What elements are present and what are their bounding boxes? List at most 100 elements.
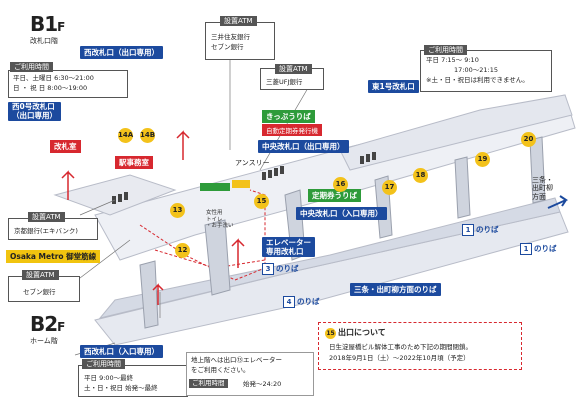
hours-west-entrance-title: ご利用時間 <box>82 359 125 369</box>
sanjo-direction-line3: 方面 <box>532 192 546 201</box>
elevator-gate-line1: エレベーター <box>266 238 311 247</box>
nishi0-exit-line1: 西0号改札口 <box>12 102 55 111</box>
first-hours-value: 始発～24:20 <box>243 380 282 388</box>
direction-arrow <box>547 195 569 209</box>
platform-1b-text: のりば <box>534 244 557 253</box>
stair <box>139 260 159 329</box>
elevator-gate-line2: 専用改札口 <box>266 247 304 256</box>
atm-top-line1: 三井住友銀行 <box>211 33 250 41</box>
chuo-entrance-label: 中央改札口（入口専用） <box>296 207 387 220</box>
atm-mufg-line1: 三菱UFJ銀行 <box>266 78 303 86</box>
ticket-gates-east <box>360 152 376 164</box>
atm-top-title: 設置ATM <box>220 16 257 26</box>
nishi0-exit-line2: （出口専用） <box>12 110 57 120</box>
atm-kyoto-title: 設置ATM <box>28 212 65 222</box>
chuo-exit-label: 中央改札口（出口専用） <box>258 140 349 153</box>
floor-b1-sub: 改札口階 <box>30 37 58 45</box>
exit-13-marker[interactable]: 13 <box>170 203 185 218</box>
atm-top-line2: セブン銀行 <box>211 43 244 51</box>
atm-box-top: 三井住友銀行 セブン銀行 <box>205 22 275 60</box>
platform-1-text: のりば <box>476 225 499 234</box>
sanjo-direction-label: 三条・ 出町柳 方面 <box>532 176 553 201</box>
womens-toilet-line2: トイレ <box>206 216 223 223</box>
ticket-gates-west <box>112 192 128 204</box>
exit-arrow <box>152 283 164 305</box>
nishi-entrance-label: 西改札口（入口専用） <box>80 345 163 358</box>
nishi-exit-label: 西改札口（出口専用） <box>80 46 163 59</box>
platform-4-text: のりば <box>297 297 320 306</box>
exit-notice-num: 15 <box>325 328 336 339</box>
platform-3-num: 3 <box>262 263 274 275</box>
floor-b1-name: B1 <box>30 12 58 36</box>
exit-16-marker[interactable]: 16 <box>333 177 348 192</box>
exit-notice-line1: 日生淀屋橋ビル解体工事のため下記の期間閉鎖。 <box>329 343 472 351</box>
atm-mufg-title: 設置ATM <box>275 64 312 74</box>
teiki-hakken-label: 自動定期券発行機 <box>262 124 322 136</box>
hours-west-line1: 平日、土曜日 6:30～21:00 <box>13 74 94 82</box>
hours-box-west-entrance: 平日 9:00～最終 土・日・祝日 始発～最終 <box>78 365 188 397</box>
b1-east-wing <box>339 94 573 171</box>
hours-east-title: ご利用時間 <box>424 45 467 55</box>
platform-1b-num: 1 <box>520 243 532 255</box>
ticket-gates-central <box>262 166 284 180</box>
exit-20-marker[interactable]: 20 <box>521 132 536 147</box>
elevator-gate-label: エレベーター 専用改札口 <box>262 237 315 257</box>
floor-b1-label: B1F 改札口階 <box>30 12 65 46</box>
exit-12-marker[interactable]: 12 <box>175 243 190 258</box>
stair <box>204 219 231 296</box>
exit-arrow <box>231 238 245 268</box>
exit-15-marker[interactable]: 15 <box>254 194 269 209</box>
elevator-note-line2: をご利用ください。 <box>191 366 250 374</box>
platform-3-text: のりば <box>276 264 299 273</box>
sanjo-platform-label: 三条・出町柳方面のりば <box>350 283 441 296</box>
floor-b1-suffix: F <box>57 20 65 34</box>
exit-14a-marker[interactable]: 14A <box>118 128 133 143</box>
teiki-uriba-label: 定期券うりば <box>308 189 361 202</box>
nishi0-exit-label: 西0号改札口 （出口専用） <box>8 102 61 122</box>
platform-1-num: 1 <box>462 224 474 236</box>
womens-toilet-line1: 女性用 <box>206 210 223 216</box>
stair <box>454 156 471 219</box>
ticket-machine-block <box>200 183 230 191</box>
elevator-note-box: 地上階へは出口⑬エレベーター をご利用ください。 ご利用時間 始発～24:20 <box>186 352 314 396</box>
sanjo-direction-line1: 三条・ <box>532 176 553 184</box>
hours-box-west: 平日、土曜日 6:30～21:00 日 ・ 祝 日 8:00～19:00 <box>8 70 128 98</box>
ekijimu-label: 駅事務室 <box>115 156 153 169</box>
exit-17-marker[interactable]: 17 <box>382 180 397 195</box>
stair <box>529 136 546 204</box>
hours-west-title: ご利用時間 <box>10 62 53 72</box>
b1-west-area <box>53 174 177 216</box>
exit-arrow <box>61 170 75 200</box>
floor-b2-sub: ホーム階 <box>30 337 58 345</box>
exit-notice-title: 出口について <box>338 328 386 337</box>
first-hours-title: ご利用時間 <box>189 379 228 389</box>
kaisatsushitsu-label: 改札室 <box>50 140 81 153</box>
elevator-note-line1: 地上階へは出口⑬エレベーター <box>191 356 282 364</box>
floor-b2-suffix: F <box>57 320 65 334</box>
exit-notice-line2: 2018年9月1日（土）～2022年10月頃（予定） <box>329 354 470 362</box>
atm-seven-title: 設置ATM <box>22 270 59 280</box>
floor-b2-label: B2F ホーム階 <box>30 312 65 346</box>
hours-west-line2: 日 ・ 祝 日 8:00～19:00 <box>13 84 88 92</box>
hours-east-line1: 平日 7:15～ 9:10 <box>426 56 479 64</box>
womens-toilet-line3: ・お手洗い <box>206 223 234 230</box>
higashi1-exit-label: 東1号改札口 <box>368 80 419 93</box>
atm-seven-line1: セブン銀行 <box>23 288 56 296</box>
hours-west-entrance-line1: 平日 9:00～最終 <box>84 374 134 382</box>
exit-arrow <box>176 130 190 160</box>
hours-box-east: 平日 7:15～ 9:10 17:00～21:15 ※土・日・祝日は利用できませ… <box>420 50 552 92</box>
exit-14b-marker[interactable]: 14B <box>140 128 155 143</box>
platform-4-num: 4 <box>283 296 295 308</box>
hours-west-entrance-line2: 土・日・祝日 始発～最終 <box>84 384 158 392</box>
floor-b2-name: B2 <box>30 312 58 336</box>
exit-19-marker[interactable]: 19 <box>475 152 490 167</box>
osaka-metro-label: Osaka Metro 御堂筋線 <box>6 250 101 263</box>
sanjo-direction-line2: 出町柳 <box>532 184 553 193</box>
exit-18-marker[interactable]: 18 <box>413 168 428 183</box>
womens-toilet-note: 女性用 トイレ ・お手洗い <box>206 210 234 230</box>
